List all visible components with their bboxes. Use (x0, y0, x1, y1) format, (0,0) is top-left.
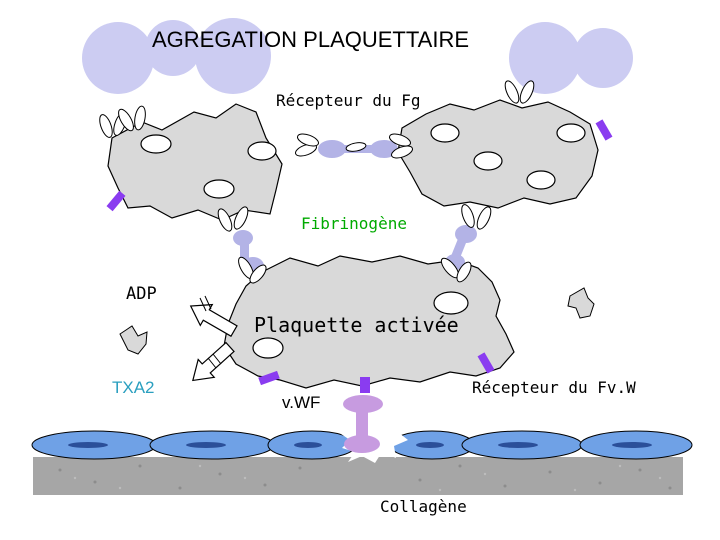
granule (433, 291, 469, 315)
label-vwf: v.WF (282, 393, 321, 412)
label-adp: ADP (126, 284, 157, 304)
vwf-receptors (106, 119, 613, 393)
label-collagen: Collagène (380, 497, 467, 516)
label-fibrinogen: Fibrinogène (299, 214, 409, 233)
small-platelet (119, 325, 148, 355)
cell-nucleus (68, 442, 108, 448)
adp-arrow (189, 303, 238, 338)
cell-nucleus (294, 442, 322, 448)
fibrinogen-node (318, 140, 346, 158)
granule (203, 179, 235, 199)
resting-platelets (119, 287, 595, 355)
vwf-molecule (343, 395, 383, 453)
diagram-title: AGREGATION PLAQUETTAIRE (152, 27, 470, 52)
fibrinogen-rod (451, 235, 468, 260)
bg-circle (195, 18, 271, 94)
endothelial-cells (31, 430, 693, 460)
label-vwf-receptor: Récepteur du Fv.W (472, 378, 636, 397)
activated-platelet (223, 255, 515, 389)
platelet-right (397, 99, 599, 209)
label-fg-receptor: Récepteur du Fg (274, 91, 423, 110)
bg-circle (82, 22, 154, 94)
cell-nucleus (612, 442, 652, 448)
granule (430, 123, 460, 143)
cell-nucleus (416, 442, 444, 448)
granule (526, 170, 556, 190)
granule (556, 123, 586, 143)
fibrinogen-rod (240, 240, 249, 266)
fibrinogen-node (370, 140, 398, 158)
label-activated-platelet: Plaquette activée (254, 313, 459, 337)
small-platelet (567, 287, 595, 319)
cell-nucleus (498, 442, 538, 448)
subendothelium (33, 457, 683, 495)
cell-nucleus (186, 442, 226, 448)
background-circles (82, 18, 633, 94)
platelet-left (107, 103, 283, 221)
label-txa2: TXA2 (112, 378, 155, 397)
txa2-arrow (192, 341, 235, 382)
bg-circle (145, 20, 201, 76)
receptor-pairs (99, 80, 535, 284)
granule (473, 151, 503, 171)
granule (252, 337, 284, 359)
release-arrows (189, 295, 238, 382)
bg-circle (509, 22, 581, 94)
bg-circle (573, 28, 633, 88)
granule (140, 134, 172, 154)
granule (247, 141, 277, 161)
